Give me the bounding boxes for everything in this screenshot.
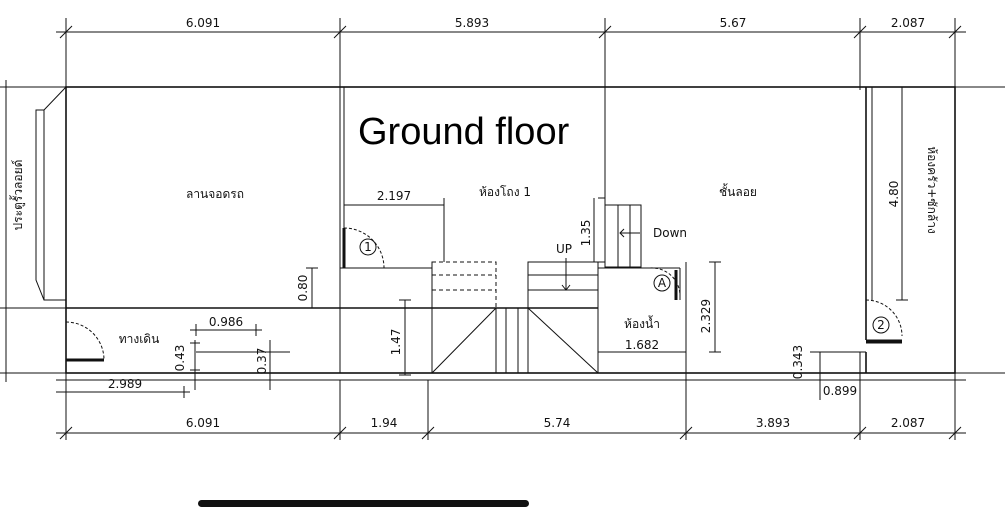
walkway-details	[65, 321, 290, 390]
kitchen-walls	[810, 86, 908, 400]
stairs-down-label: Down	[653, 226, 687, 240]
gate-outline	[5, 80, 67, 382]
room-parking-label: ลานจอดรถ	[186, 187, 244, 201]
dim-135: 1.35	[579, 220, 593, 247]
stairs-up-label: UP	[556, 242, 572, 256]
door-marker-2: 2	[877, 318, 885, 332]
stairs	[431, 258, 599, 374]
home-indicator-bar[interactable]	[198, 500, 529, 507]
dim-top-4: 2.087	[891, 16, 925, 30]
door-marker-1: 1	[364, 240, 372, 254]
room-mezzanine-label: ชั้นลอย	[719, 183, 757, 199]
down-stairs	[593, 197, 642, 268]
dim-bottom-4: 3.893	[756, 416, 790, 430]
dim-bottom-3: 5.74	[544, 416, 571, 430]
dim-bottom-2: 1.94	[371, 416, 398, 430]
dim-top-3: 5.67	[720, 16, 747, 30]
dim-bottom-5: 2.087	[891, 416, 925, 430]
dimension-line-top	[56, 18, 966, 90]
door-markers	[359, 238, 890, 334]
dim-1682: 1.682	[625, 338, 659, 352]
plan-title: Ground floor	[358, 111, 570, 153]
dim-top-1: 6.091	[186, 16, 220, 30]
door-marker-a: A	[658, 276, 667, 290]
room-gate-label: ประตูรั้วลอยด์	[9, 160, 26, 231]
room-walkway-label: ทางเดิน	[119, 332, 160, 346]
dim-147: 1.47	[389, 329, 403, 356]
dim-0986: 0.986	[209, 315, 243, 329]
dim-043: 0.43	[173, 345, 187, 372]
dim-037: 0.37	[255, 348, 269, 375]
dim-080: 0.80	[296, 275, 310, 302]
bathroom-walls	[598, 261, 721, 353]
dim-0899: 0.899	[823, 384, 857, 398]
room-kitchen-label: ห้องครัว+ซักล้าง	[925, 146, 939, 234]
dim-0343: 0.343	[791, 345, 805, 379]
dim-bottom-1: 6.091	[186, 416, 220, 430]
dim-2197: 2.197	[377, 189, 411, 203]
room-hall-label: ห้องโถง 1	[479, 185, 531, 199]
dim-480: 4.80	[887, 181, 901, 208]
dim-top-2: 5.893	[455, 16, 489, 30]
dim-2989: 2.989	[108, 377, 142, 391]
dim-2329: 2.329	[699, 299, 713, 333]
side-extension-lines	[0, 86, 1005, 374]
room-bathroom-label: ห้องน้ำ	[624, 315, 660, 331]
